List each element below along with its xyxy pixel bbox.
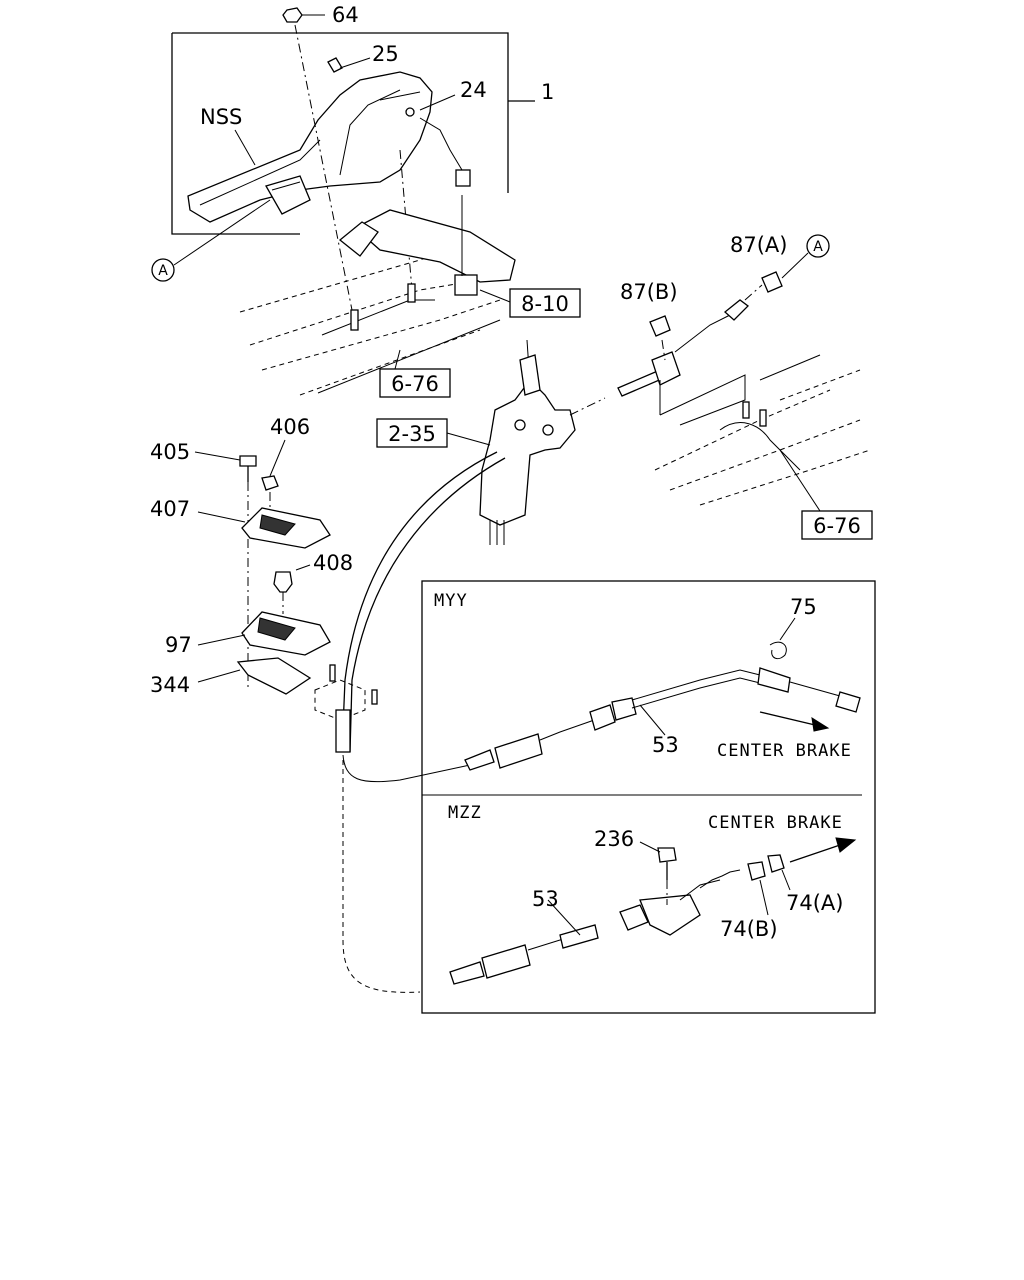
label-87b: 87(B) (620, 280, 678, 304)
variant-box (421, 580, 876, 1014)
label-1: 1 (541, 80, 554, 104)
label-407: 407 (150, 497, 190, 521)
label-53-mzz: 53 (532, 887, 559, 911)
ref-6-76-right-label: 6-76 (813, 514, 861, 538)
floor-panel-right (654, 354, 871, 506)
reference-box-6-76-top: 6-76 (379, 349, 451, 398)
myy-cable (464, 617, 861, 771)
reference-box-2-35: 2-35 (376, 418, 491, 448)
bracket-stack (194, 439, 378, 721)
label-74b: 74(B) (720, 917, 778, 941)
label-24: 24 (460, 78, 487, 102)
floor-panel-top (239, 195, 516, 396)
label-25: 25 (372, 42, 399, 66)
label-53-myy: 53 (652, 733, 679, 757)
console-assembly (171, 32, 535, 235)
main-brake-cable (335, 451, 506, 993)
label-nss: NSS (200, 105, 242, 129)
variant-myy-label: MYY (434, 591, 468, 611)
label-344: 344 (150, 673, 190, 697)
label-64: 64 (332, 3, 359, 27)
label-74a: 74(A) (786, 891, 843, 915)
cable-adjuster (569, 271, 783, 426)
label-236: 236 (594, 827, 634, 851)
reference-box-8-10: 8-10 (479, 288, 581, 318)
callout-circle-a-left: A (151, 199, 271, 282)
center-brake-label-mzz: CENTER BRAKE (708, 813, 843, 833)
label-97: 97 (165, 633, 192, 657)
label-75: 75 (790, 595, 817, 619)
center-brake-label-myy: CENTER BRAKE (717, 741, 852, 761)
mzz-cable (449, 837, 857, 985)
ref-6-76-top-label: 6-76 (391, 372, 439, 396)
nut-64 (282, 7, 356, 326)
callout-circle-a-right: A (781, 234, 830, 279)
label-406: 406 (270, 415, 310, 439)
reference-box-6-76-right: 6-76 (779, 449, 873, 540)
circle-a-label: A (158, 263, 168, 279)
lever-bracket (479, 339, 576, 545)
variant-mzz-label: MZZ (448, 803, 482, 823)
ref-8-10-label: 8-10 (521, 292, 569, 316)
ref-2-35-label: 2-35 (388, 422, 436, 446)
label-408: 408 (313, 551, 353, 575)
label-405: 405 (150, 440, 190, 464)
circle-a-right-label: A (813, 239, 823, 255)
label-87a: 87(A) (730, 233, 787, 257)
